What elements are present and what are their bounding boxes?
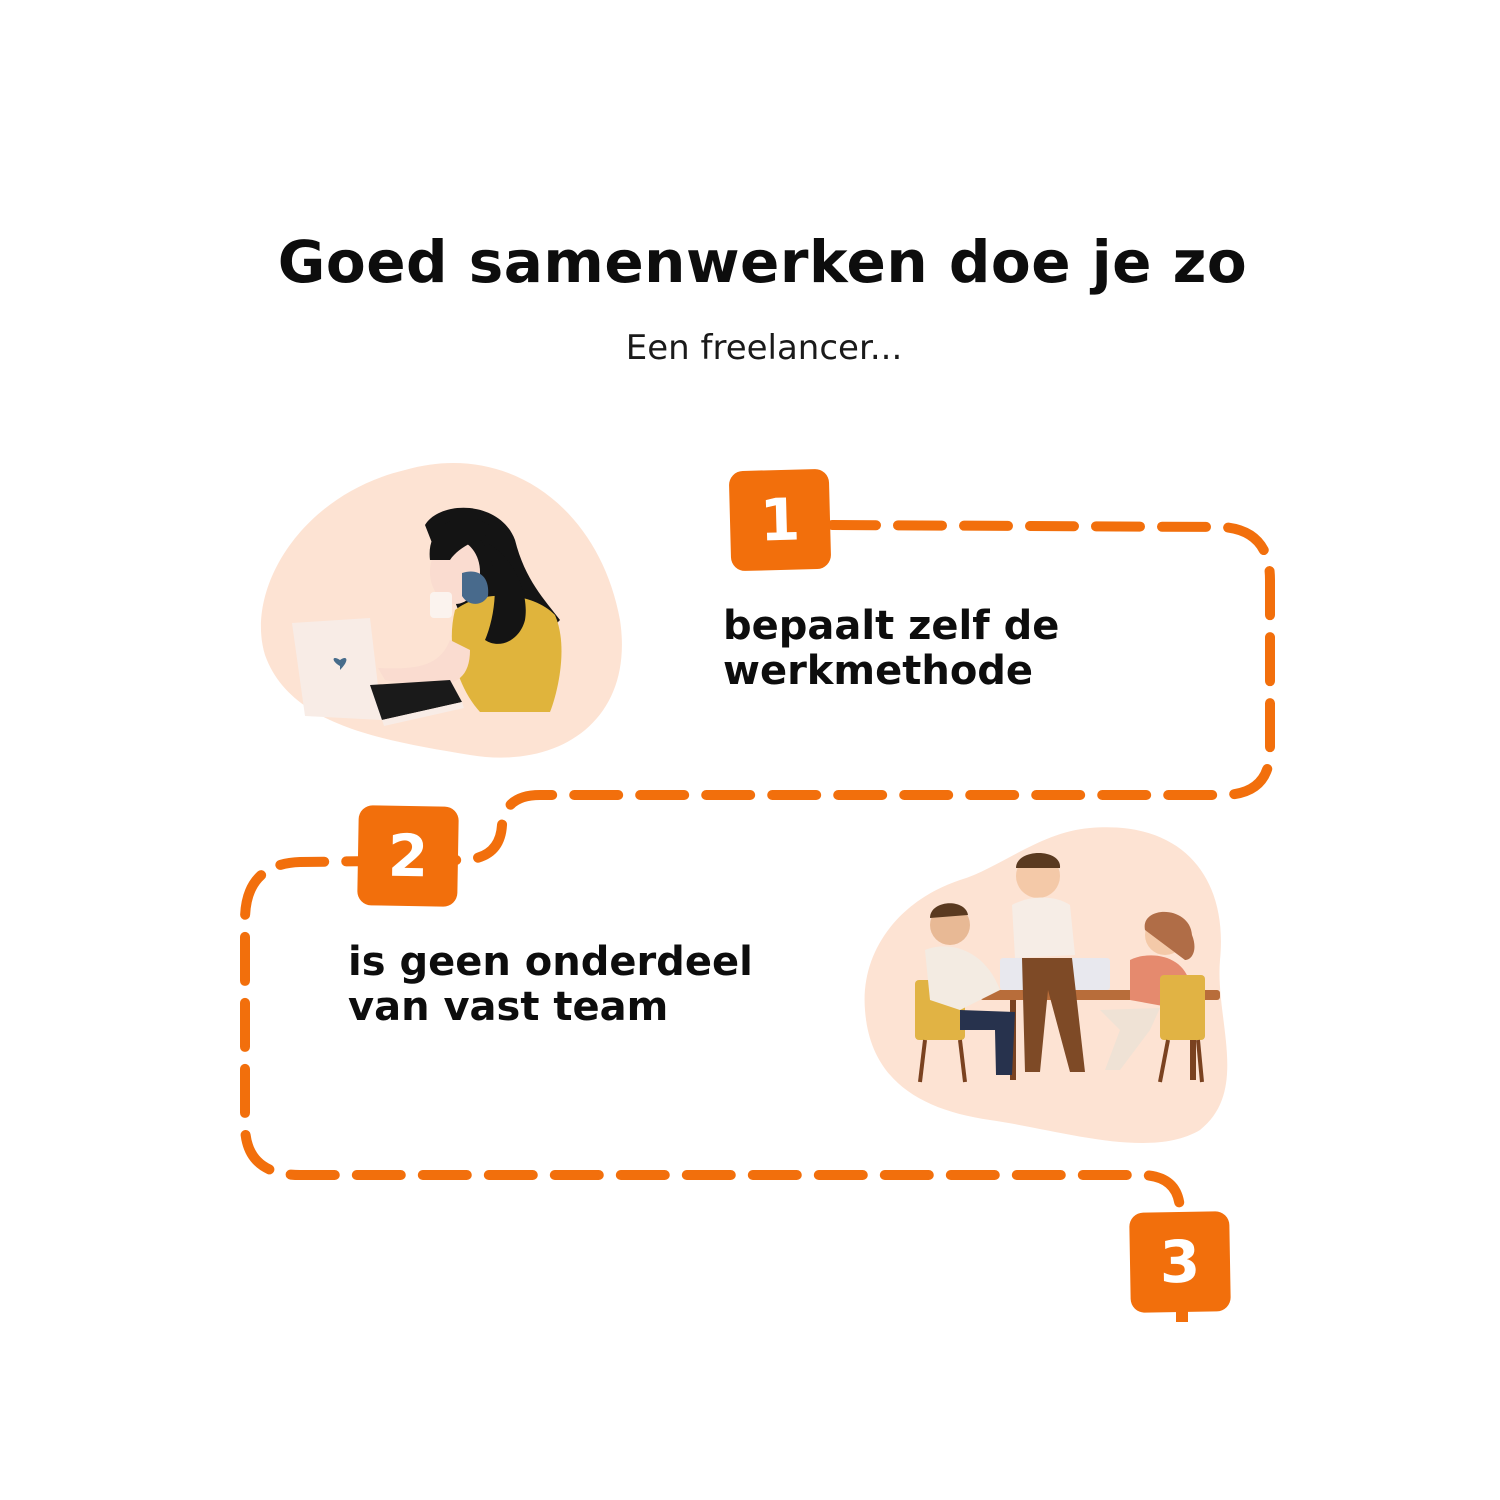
team-meeting-illustration xyxy=(864,827,1228,1143)
woman-laptop-coffee-illustration xyxy=(260,463,622,758)
step-1-text-line-2: werkmethode xyxy=(723,648,1034,694)
step-1-text: bepaalt zelf de werkmethode xyxy=(723,604,1059,694)
dashed-path xyxy=(240,520,1275,1217)
page-title: Goed samenwerken doe je zo xyxy=(277,228,1248,296)
step-3-badge: 3 xyxy=(1129,1211,1231,1313)
step-1-text-line-1: bepaalt zelf de xyxy=(723,603,1060,649)
page-subtitle: Een freelancer... xyxy=(625,328,903,368)
step-2-text-line-1: is geen onderdeel xyxy=(348,939,753,985)
step-1-badge: 1 xyxy=(728,468,832,572)
step-2-text: is geen onderdeel van vast team xyxy=(348,940,753,1030)
step-2-text-line-2: van vast team xyxy=(348,984,669,1030)
step-2-badge: 2 xyxy=(357,805,459,907)
